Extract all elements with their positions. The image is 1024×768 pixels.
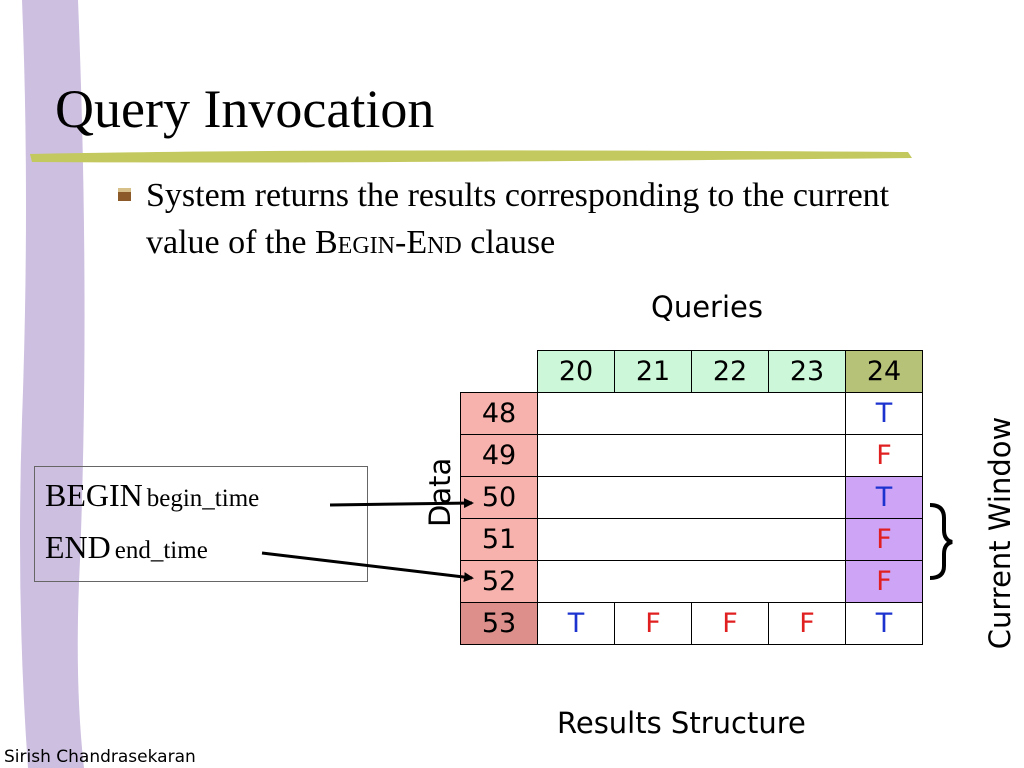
window-brace	[929, 503, 953, 580]
query-header: 20	[537, 350, 615, 393]
begin-clause: BEGIN begin_time	[45, 477, 259, 514]
table-row: 51 F	[460, 518, 923, 561]
begin-end-clause-box: BEGIN begin_time END end_time	[34, 466, 368, 582]
data-header: 50	[460, 476, 538, 519]
table-row: 49 F	[460, 434, 923, 477]
begin-keyword: BEGIN	[45, 477, 143, 513]
bullet-icon	[118, 188, 131, 201]
empty-results-span	[537, 518, 846, 561]
result-cell: T	[845, 392, 923, 435]
result-cell: F	[768, 602, 846, 645]
bullet-text: System returns the results corresponding…	[146, 172, 926, 270]
current-window-label: Current Window	[983, 416, 1017, 650]
end-argument: end_time	[114, 537, 208, 564]
slide-title: Query Invocation	[55, 79, 435, 139]
table-row: 52 F	[460, 560, 923, 603]
result-cell: F	[691, 602, 769, 645]
data-header: 53	[460, 602, 538, 645]
data-header: 51	[460, 518, 538, 561]
results-structure-table: 20 21 22 23 24 48 T 49 F 50 T 51 F 52 F …	[460, 350, 923, 645]
result-cell: F	[614, 602, 692, 645]
data-header: 49	[460, 434, 538, 477]
bullet-text-tail: clause	[461, 224, 556, 261]
table-row: 53 T F F F T	[460, 602, 923, 645]
begin-argument: begin_time	[146, 485, 260, 512]
query-header: 22	[691, 350, 769, 393]
empty-results-span	[537, 476, 846, 519]
results-structure-label: Results Structure	[557, 706, 806, 740]
empty-results-span	[537, 434, 846, 477]
begin-arrow	[329, 498, 474, 509]
bullet-smallcaps-begin: EGIN	[337, 233, 395, 259]
end-arrow	[261, 551, 474, 583]
footer-author: Sirish Chandrasekaran	[4, 747, 196, 767]
data-header: 52	[460, 560, 538, 603]
query-header: 21	[614, 350, 692, 393]
result-cell: T	[537, 602, 615, 645]
window-result-cell: F	[845, 560, 923, 603]
left-decorative-bar	[20, 0, 85, 768]
empty-results-span	[537, 560, 846, 603]
query-header: 23	[768, 350, 846, 393]
result-cell: T	[845, 602, 923, 645]
bullet-smallcaps-end: ND	[427, 233, 462, 259]
queries-label: Queries	[651, 290, 763, 324]
end-keyword: END	[45, 529, 111, 565]
window-result-cell: F	[845, 518, 923, 561]
data-header: 48	[460, 392, 538, 435]
bullet-text-dash: -E	[395, 224, 428, 261]
end-clause: END end_time	[45, 529, 208, 566]
title-underline	[30, 150, 912, 163]
table-row: 48 T	[460, 392, 923, 435]
bullet-text-part: System returns the results corresponding…	[146, 177, 890, 261]
